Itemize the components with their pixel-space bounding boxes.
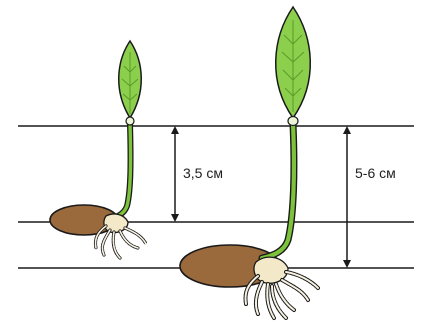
small-depth-arrow — [171, 126, 179, 222]
small-depth-label: 3,5 см — [183, 165, 223, 181]
large-stem — [262, 124, 294, 258]
large-seedling — [180, 7, 318, 318]
large-depth-label: 5-6 см — [355, 165, 396, 181]
large-depth-arrow — [343, 126, 351, 268]
small-root-base — [104, 214, 128, 233]
small-seedling — [50, 41, 146, 258]
